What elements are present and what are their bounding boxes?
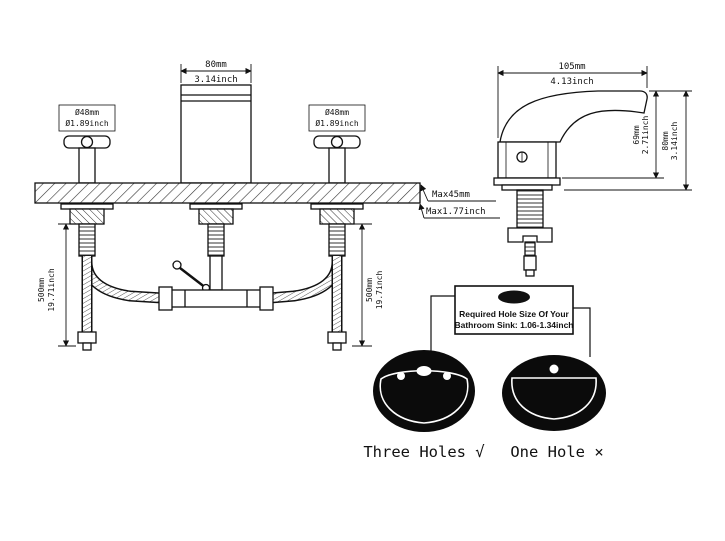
tee-assembly [158, 255, 274, 311]
tee-nut-right [259, 286, 274, 311]
label-box [308, 104, 366, 132]
braided-hose-left-vertical [77, 256, 97, 351]
spout-width-mm: 80mm [205, 60, 227, 70]
total-height-inch: 3.14inch [670, 122, 679, 161]
center-pipe [209, 255, 223, 291]
faucet-hole-center [549, 364, 559, 374]
handle-left: Ø48mm Ø1.89inch [58, 104, 116, 184]
sink-basin [502, 355, 606, 431]
mounting-nut [69, 208, 105, 225]
callout-leader-right [573, 307, 591, 357]
reach-mm: 105mm [558, 62, 585, 72]
right-hose-inch: 19.7inch [375, 271, 384, 310]
mount-center [189, 203, 243, 257]
total-height-mm: 80mm [661, 131, 670, 150]
spout-width-inch: 3.14inch [194, 75, 237, 85]
leader-arrow [420, 184, 429, 202]
mount-left [60, 203, 114, 257]
spout-height-mm: 69mm [632, 125, 641, 144]
horseshoe-nut [507, 227, 553, 243]
callout-line2: Bathroom Sink: 1.06-1.34inch [454, 320, 573, 330]
spout-side [493, 90, 648, 277]
mounting-nut [319, 208, 355, 225]
spout-front [180, 84, 252, 184]
sink-basin [373, 350, 475, 432]
deck-max-mm: Max45mm [432, 190, 470, 200]
basin-rim [511, 377, 597, 420]
threaded-tailpiece [328, 223, 346, 257]
spout-base [497, 141, 557, 179]
hole-size-icon [498, 290, 530, 304]
dim-spout-width: 80mm 3.14inch [180, 60, 252, 85]
supply-nut [327, 331, 347, 344]
mounting-nut [198, 208, 234, 225]
faucet-hole-right [443, 372, 451, 380]
leader-arrow [418, 203, 425, 219]
faucet-hole-left [397, 372, 405, 380]
side-view: 105mm 4.13inch 69mm 2.71inch [493, 62, 692, 277]
washer [60, 203, 114, 210]
handle-stem [328, 147, 346, 184]
right-hose-mm: 500mm [365, 278, 374, 302]
supply-tail [82, 342, 92, 351]
label-box [58, 104, 116, 132]
handle-stem [78, 147, 96, 184]
braided-hose-right-vertical [327, 256, 347, 351]
reach-inch: 4.13inch [550, 77, 593, 87]
deck-max-inch: Max1.77inch [426, 207, 486, 217]
lever-knob [172, 260, 182, 270]
right-handle-mm: Ø48mm [325, 107, 349, 117]
sink-one-hole [502, 355, 606, 431]
left-hose-mm: 500mm [37, 278, 46, 302]
threaded-tailpiece [78, 223, 96, 257]
three-holes-label: Three Holes √ [363, 443, 484, 461]
braided-hose-right-diagonal [269, 261, 343, 304]
dim-left-hose: 500mm 19.71inch [37, 223, 76, 347]
left-handle-mm: Ø48mm [75, 107, 99, 117]
handle-right: Ø48mm Ø1.89inch [308, 104, 366, 184]
sink-three-holes [373, 350, 475, 432]
sink-guide: Required Hole Size Of Your Bathroom Sink… [363, 285, 606, 461]
spout-body [180, 84, 252, 184]
dim-reach: 105mm 4.13inch [497, 62, 648, 138]
mount-right [310, 203, 364, 257]
callout-line1: Required Hole Size Of Your [459, 309, 569, 319]
washer [189, 203, 243, 210]
left-handle-inch: Ø1.89inch [65, 118, 109, 128]
callout-box: Required Hole Size Of Your Bathroom Sink… [454, 285, 574, 335]
lever-rod [179, 267, 207, 289]
base-flange [493, 177, 561, 186]
gasket [501, 184, 553, 191]
handle-hub [80, 135, 94, 149]
shank-fitting [525, 269, 535, 277]
one-hole-label: One Hole × [510, 443, 603, 461]
handle-hub [330, 135, 344, 149]
callout-border [454, 285, 574, 335]
supply-nut [77, 331, 97, 344]
right-handle-inch: Ø1.89inch [315, 118, 359, 128]
left-hose-inch: 19.71inch [47, 268, 56, 312]
tee-nut-left [158, 286, 173, 311]
threaded-tailpiece [207, 223, 225, 257]
front-view: 80mm 3.14inch Ø48mm Ø1.89inch Ø48mm Ø1.8… [34, 60, 500, 351]
threaded-shank [516, 189, 544, 229]
dim-total-height: 80mm 3.14inch [564, 90, 692, 191]
callout-leader-left [430, 295, 455, 352]
shank-hose [523, 255, 537, 271]
shank-rod [524, 241, 536, 257]
dim-deck-thickness: Max45mm Max1.77inch [418, 184, 500, 219]
supply-tail [332, 342, 342, 351]
braided-hose-left-diagonal [81, 261, 163, 304]
countertop-cross-section [34, 182, 421, 204]
spout-height-inch: 2.71inch [641, 116, 650, 155]
faucet-hole-center [416, 366, 432, 376]
washer [310, 203, 364, 210]
spout-arm [499, 90, 648, 143]
dim-right-hose: 500mm 19.7inch [352, 223, 384, 347]
